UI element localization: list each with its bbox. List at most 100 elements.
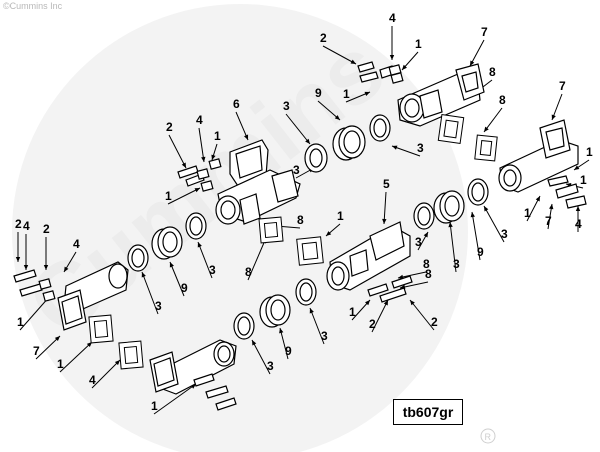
leader-arrow-c05 (364, 91, 370, 96)
callout-c10: 2 (166, 120, 173, 134)
leader-line-c02 (322, 45, 357, 65)
leader-line-c09 (235, 111, 249, 141)
tee-exhaust-manifold (215, 139, 301, 225)
leader-line-c47 (91, 359, 121, 389)
registered-mark-icon: R (480, 428, 496, 444)
leader-line-c10 (168, 134, 187, 169)
gasket-bottom-port (123, 345, 139, 365)
callout-c04: 7 (481, 25, 488, 39)
callout-c20: 1 (580, 173, 587, 187)
bolt-set-left (13, 269, 56, 302)
leader-line-c38 (141, 271, 159, 315)
callout-c07: 9 (315, 86, 322, 100)
callout-c38: 3 (155, 299, 162, 313)
callout-c18: 5 (383, 177, 390, 191)
callout-c12: 1 (214, 129, 221, 143)
leader-line-c30 (471, 211, 481, 261)
callout-c31: 3 (501, 227, 508, 241)
leader-line-c49 (153, 383, 197, 415)
svg-text:R: R (485, 432, 492, 442)
exhaust-manifold-left (57, 261, 129, 331)
leader-line-c32 (169, 261, 185, 297)
callout-c48: 2 (369, 317, 376, 331)
seal-rings-lower-center (233, 278, 317, 340)
leader-arrow-c42 (575, 206, 581, 211)
leader-arrow-c23 (423, 232, 428, 238)
leader-line-c50 (251, 339, 271, 375)
gasket-center-port (301, 241, 319, 261)
leader-arrow-c19 (574, 165, 580, 170)
leader-arrow-c30 (470, 212, 475, 218)
callout-c50: 3 (267, 359, 274, 373)
leader-lines (15, 26, 590, 415)
leader-line-c39 (279, 327, 289, 360)
callout-c27: 8 (297, 213, 304, 227)
leader-arrow-c13 (305, 138, 310, 144)
leader-arrow-c18 (382, 218, 387, 224)
leader-arrow-c25 (64, 266, 69, 272)
leader-line-c46 (59, 341, 93, 373)
leader-arrow-c45 (54, 336, 60, 342)
callout-c47: 4 (89, 373, 96, 387)
leader-line-c45 (35, 335, 61, 360)
leader-line-c48 (371, 299, 389, 333)
leader-arrow-c21 (23, 265, 29, 270)
callout-c08: 3 (417, 141, 424, 155)
leader-arrow-c32 (169, 262, 174, 268)
callout-c23: 3 (415, 235, 422, 249)
callout-c41: 1 (349, 305, 356, 319)
leader-arrow-c14 (484, 126, 489, 132)
leader-line-c13 (285, 113, 311, 145)
callout-c36: 7 (545, 214, 552, 228)
leader-arrow-c09 (244, 134, 249, 140)
leader-arrow-c48 (383, 300, 388, 306)
leader-line-c11 (198, 127, 205, 163)
callout-c34: 3 (209, 263, 216, 277)
gasket-left-port (93, 319, 109, 339)
leader-arrow-c11 (201, 156, 206, 162)
callout-c21: 4 (23, 219, 30, 233)
callout-c39: 9 (285, 344, 292, 358)
leader-arrow-c22 (15, 257, 21, 262)
leader-arrow-c03 (402, 64, 407, 70)
leader-arrow-c01 (389, 55, 395, 60)
leader-arrow-c24 (43, 265, 49, 270)
bolt-set-tee (177, 158, 222, 192)
callout-c25: 4 (73, 237, 80, 251)
callout-c03: 1 (415, 37, 422, 51)
callout-c01: 4 (389, 11, 396, 25)
bolt-set-center (367, 275, 413, 303)
leader-arrow-c08 (392, 145, 398, 150)
bolt-set-right (547, 175, 587, 209)
seal-rings-top-center (304, 114, 391, 173)
callout-c16: 3 (293, 163, 300, 177)
leader-arrow-c39 (279, 328, 284, 334)
leader-line-c43 (409, 299, 435, 331)
leader-arrow-c15 (551, 114, 556, 120)
callout-c35: 1 (17, 315, 24, 329)
leader-arrow-c26 (326, 231, 332, 236)
callout-c30: 9 (477, 245, 484, 259)
leader-arrow-c38 (141, 272, 146, 278)
callout-c32: 9 (181, 281, 188, 295)
leader-arrow-c04 (470, 60, 475, 66)
leader-line-c29 (449, 221, 457, 273)
gasket-top-right-port (443, 119, 459, 139)
leader-arrow-c31 (484, 206, 489, 212)
leader-line-c14 (483, 107, 503, 133)
callout-c05: 1 (343, 87, 350, 101)
seal-rings-left-center (127, 212, 207, 272)
leader-line-c18 (383, 191, 387, 225)
leader-arrow-c33 (535, 196, 540, 202)
bolt-set-top-right (357, 61, 404, 84)
leader-line-c31 (483, 205, 505, 243)
leader-arrow-c41 (365, 300, 370, 306)
leader-arrow-c36 (549, 204, 554, 210)
callout-c49: 1 (151, 399, 158, 413)
copyright-notice: ©Cummins Inc (3, 1, 63, 11)
leader-arrow-c43 (410, 300, 415, 306)
leader-arrow-c28 (398, 274, 404, 280)
leader-arrow-c34 (197, 242, 202, 248)
leader-arrow-c07 (334, 115, 340, 120)
